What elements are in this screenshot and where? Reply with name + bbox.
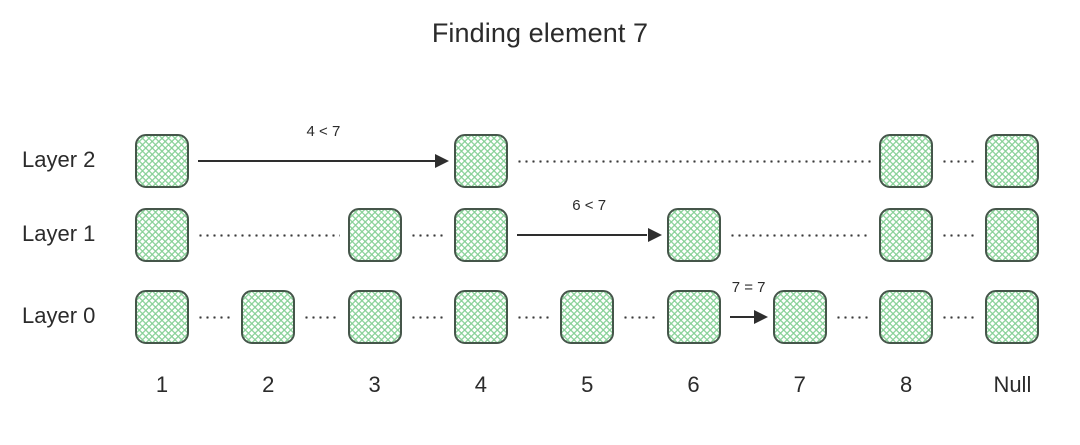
link-layer0-7-to-8 (834, 315, 872, 319)
link-layer2-4-to-8 (515, 159, 872, 163)
column-label-4: 4 (474, 372, 488, 397)
node-layer0-col5[interactable] (560, 290, 615, 344)
arrow-head-0 (434, 153, 449, 168)
node-layer1-col3[interactable] (347, 208, 402, 262)
node-layer0-col8[interactable] (879, 290, 934, 344)
node-layer0-col2[interactable] (241, 290, 296, 344)
link-layer2-8-to-9 (941, 159, 978, 163)
link-layer1-8-to-9 (941, 233, 978, 237)
node-layer2-col8[interactable] (879, 134, 934, 188)
node-layer1-col4[interactable] (453, 208, 508, 262)
column-label-1: 1 (155, 372, 169, 397)
layer-label-2: Layer 2 (22, 147, 96, 172)
node-layer0-col3[interactable] (347, 290, 402, 344)
column-label-8: 8 (899, 372, 913, 397)
link-layer0-4-to-5 (515, 315, 553, 319)
node-layer2-col4[interactable] (453, 134, 508, 188)
arrow-line-1 (516, 234, 648, 236)
node-layer0-col1[interactable] (135, 290, 189, 344)
arrow-line-0 (198, 160, 435, 162)
link-layer0-1-to-2 (197, 315, 234, 319)
node-layer0-col7[interactable] (772, 290, 827, 344)
column-label-6: 6 (687, 372, 700, 397)
column-label-3: 3 (368, 372, 381, 397)
arrow-head-2 (753, 309, 768, 324)
comparison-label-0: 4 < 7 (306, 123, 341, 140)
arrow-head-1 (647, 227, 662, 242)
comparison-label-2: 7 = 7 (731, 279, 766, 296)
node-layer0-col6[interactable] (666, 290, 721, 344)
column-label-2: 2 (262, 372, 275, 397)
node-layer1-col1[interactable] (135, 208, 189, 262)
node-layer0-col9[interactable] (985, 290, 1040, 344)
node-layer1-col6[interactable] (666, 208, 721, 262)
node-layer1-col9[interactable] (985, 208, 1040, 262)
column-label-7: 7 (793, 372, 806, 397)
column-label-5: 5 (581, 372, 594, 397)
layer-label-0: Layer 0 (22, 303, 96, 328)
link-layer0-2-to-3 (303, 315, 340, 319)
node-layer0-col4[interactable] (453, 290, 508, 344)
arrow-line-2 (729, 316, 754, 318)
link-layer1-3-to-4 (409, 233, 446, 237)
link-layer0-3-to-4 (409, 315, 446, 319)
link-layer1-6-to-8 (728, 233, 872, 237)
link-layer0-8-to-9 (941, 315, 978, 319)
comparison-label-1: 6 < 7 (572, 197, 607, 214)
link-layer1-1-to-3 (197, 233, 340, 237)
diagram-title: Finding element 7 (431, 18, 649, 48)
link-layer0-5-to-6 (622, 315, 659, 319)
layer-label-1: Layer 1 (22, 221, 96, 246)
node-layer2-col1[interactable] (135, 134, 189, 188)
node-layer1-col8[interactable] (879, 208, 934, 262)
node-layer2-col9[interactable] (985, 134, 1040, 188)
column-label-null: Null (993, 372, 1032, 397)
